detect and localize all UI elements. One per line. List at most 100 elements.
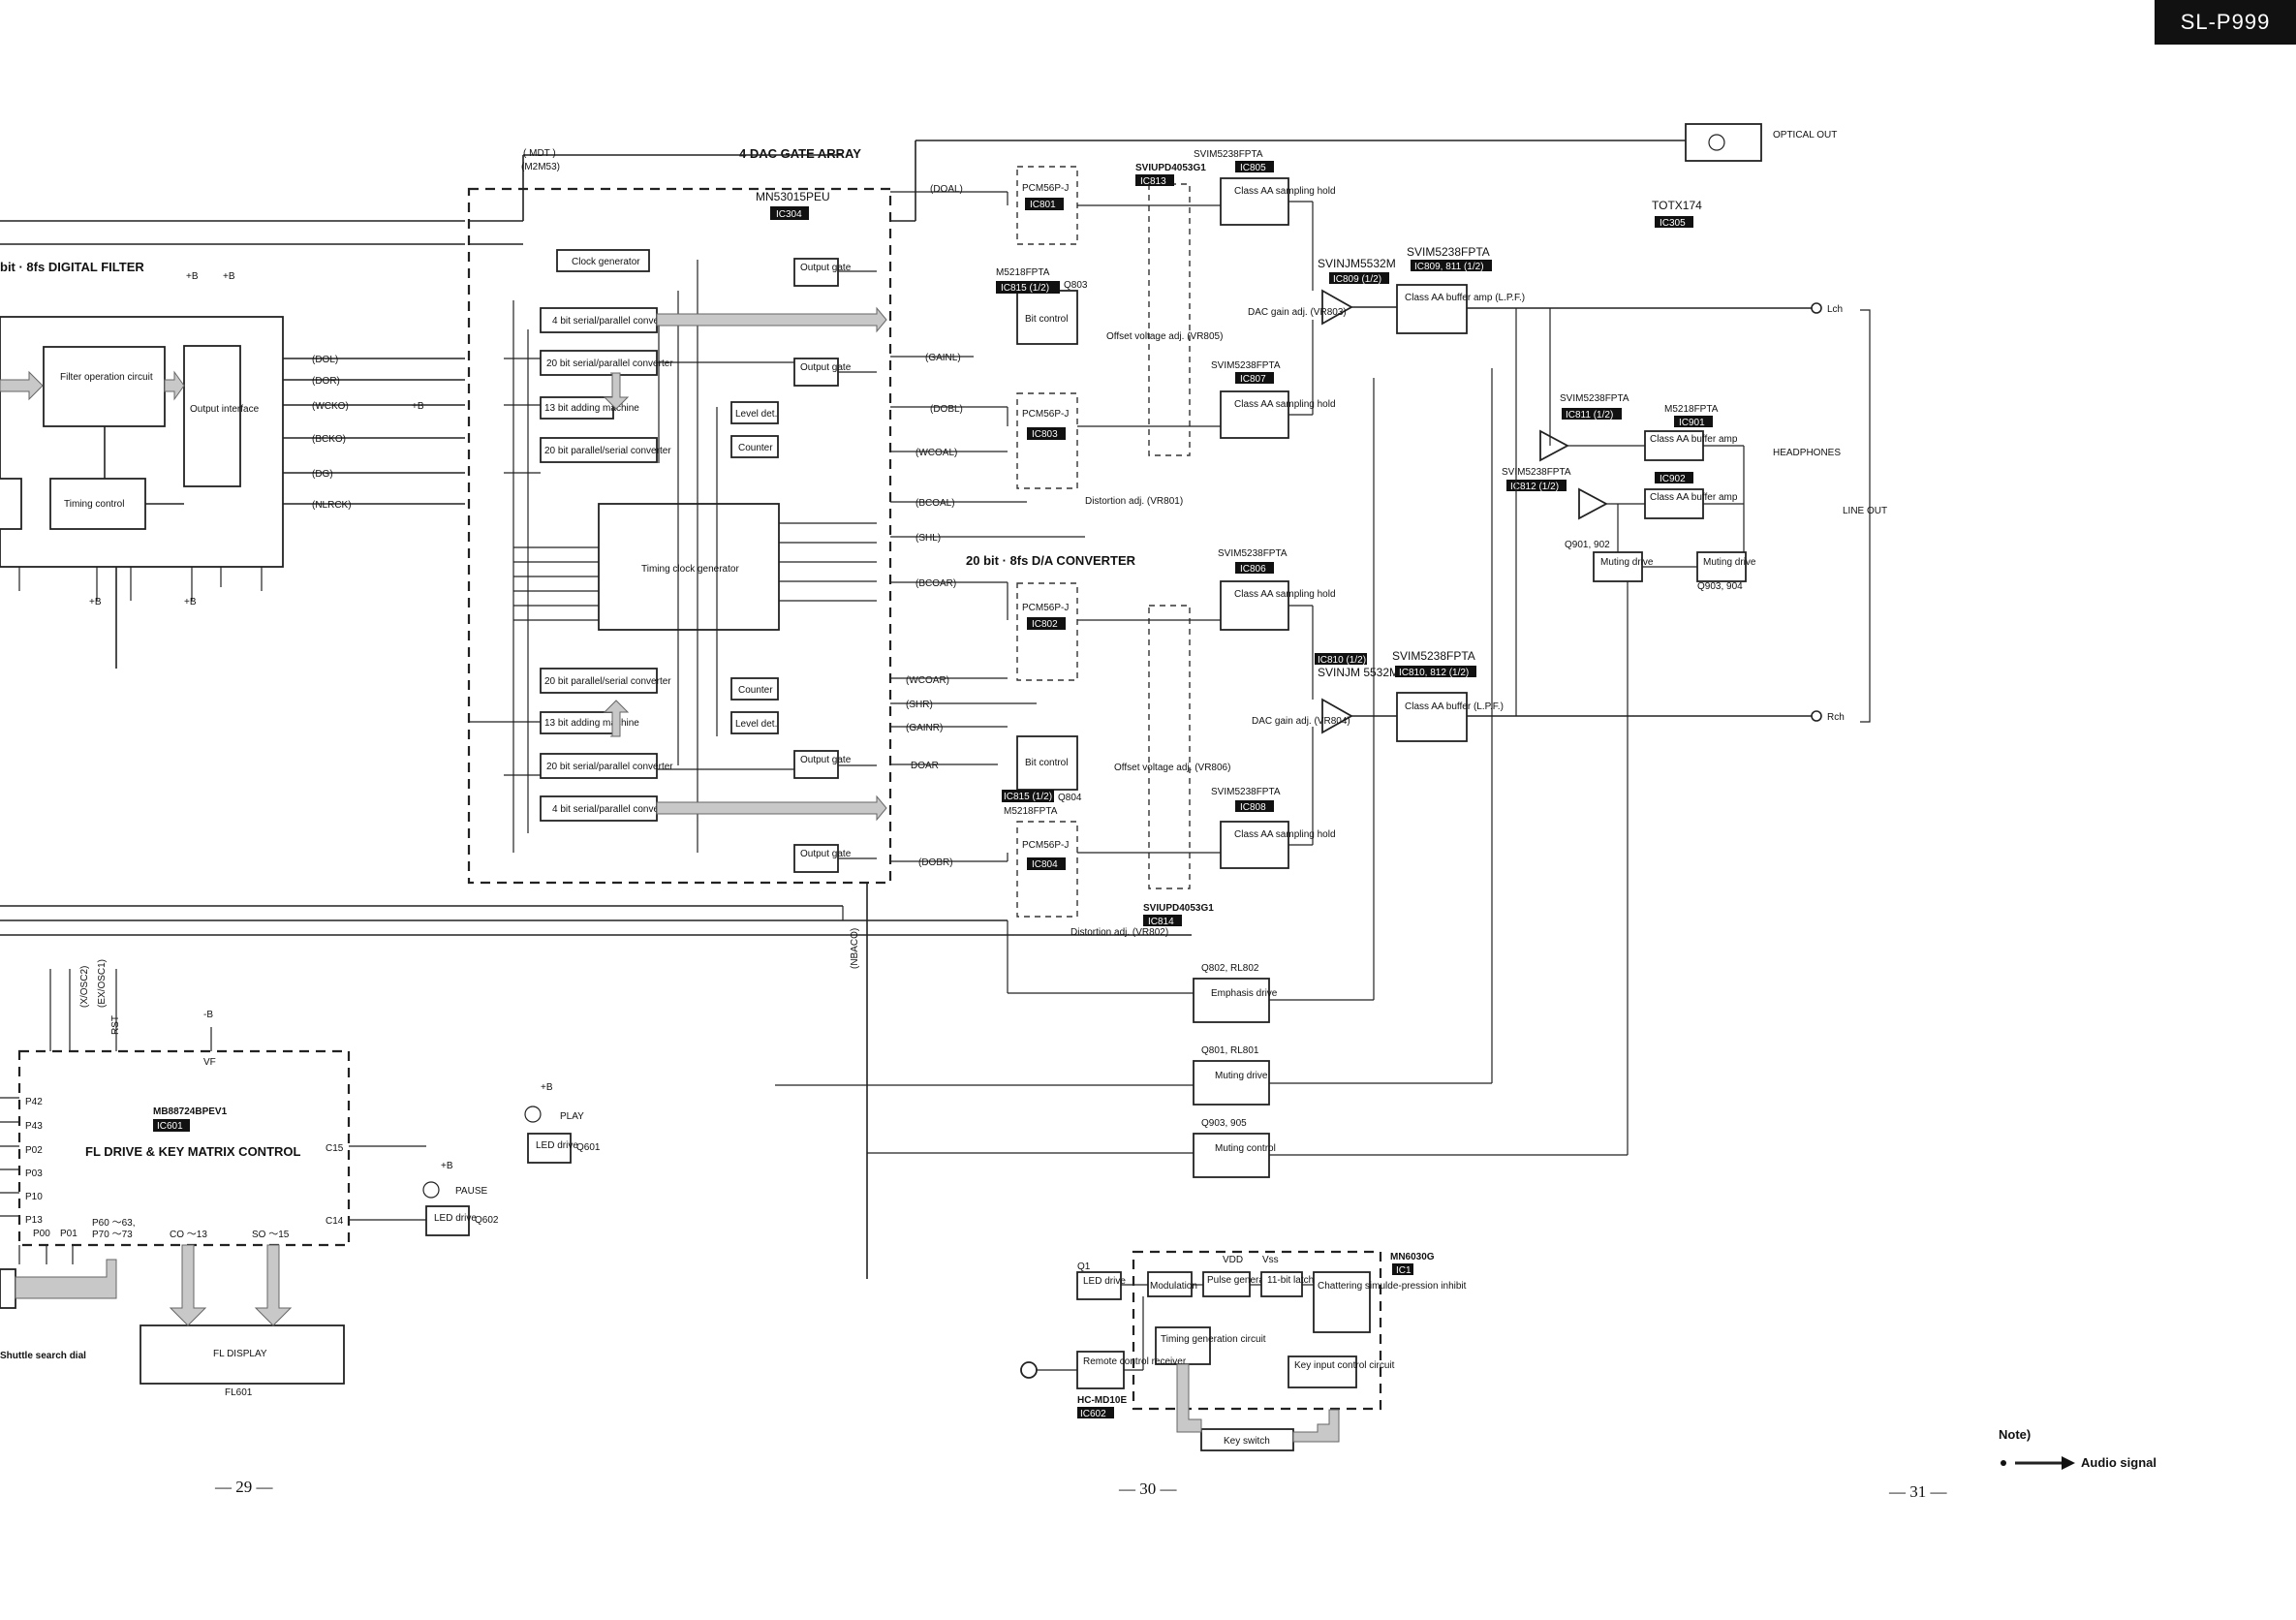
ic806-group: SVIM5238FPTA IC806 Class AA sampling hol…: [1218, 548, 1336, 631]
sig-xosc: (X/OSC2): [79, 966, 90, 1008]
sample-hold-2: [1220, 390, 1289, 439]
da-converter-title: 20 bit · 8fs D/A CONVERTER: [966, 553, 1136, 568]
port-p01: P01: [60, 1229, 78, 1239]
port-p42: P42: [25, 1097, 43, 1107]
port-p13: P13: [25, 1215, 43, 1226]
gate-array-ref-badge: IC304: [770, 206, 809, 220]
muting-drive-main: [1193, 1060, 1270, 1106]
add13-top-block: [540, 396, 614, 420]
sp4-bot-label: 4 bit serial/parallel converter: [552, 804, 674, 815]
minusb-vf: -B: [203, 1010, 213, 1020]
out-gate-2-label: Output gate: [800, 362, 852, 373]
ic810-812-group: SVIM5238FPTA IC810, 812 (1/2) Class AA b…: [1392, 649, 1504, 742]
ic807-group: SVIM5238FPTA IC807 Class AA sampling hol…: [1211, 360, 1336, 439]
remote-part: MN6030G: [1390, 1252, 1435, 1262]
sp20-bot-block: [540, 753, 658, 779]
port-p02: P02: [25, 1145, 43, 1156]
page-30: — 30 —: [1118, 1480, 1178, 1498]
svg-text:SVIM5238FPTA: SVIM5238FPTA: [1211, 787, 1281, 797]
svg-text:Muting control: Muting control: [1215, 1143, 1276, 1154]
sig-exosc: (EX/OSC1): [97, 959, 108, 1008]
svg-text:Chattering simulde-pression in: Chattering simulde-pression inhibit: [1318, 1281, 1467, 1292]
port-p10: P10: [25, 1192, 43, 1202]
output-interface-label: Output interface: [190, 404, 260, 415]
sig-dol: (DOL): [312, 355, 338, 365]
hcmd-badge: IC602: [1077, 1407, 1114, 1419]
svg-text:SVIM5238FPTA: SVIM5238FPTA: [1211, 360, 1281, 371]
svg-text:IC810 (1/2): IC810 (1/2): [1318, 655, 1366, 666]
clock-gen-block: [556, 249, 650, 272]
play-led-icon: [524, 1106, 542, 1123]
svg-text:IC811 (1/2): IC811 (1/2): [1566, 410, 1613, 421]
vdd-label: VDD: [1223, 1255, 1243, 1265]
led-drive-pause: [425, 1205, 470, 1236]
out-gate-3-label: Output gate: [800, 755, 852, 765]
clock-gen-label: Clock generator: [572, 257, 640, 267]
port-p03: P03: [25, 1168, 43, 1179]
svg-text:Class AA buffer amp: Class AA buffer amp: [1650, 434, 1738, 445]
svg-text:IC810, 812 (1/2): IC810, 812 (1/2): [1399, 668, 1469, 678]
ic808-group: SVIM5238FPTA IC808 Class AA sampling hol…: [1211, 787, 1336, 869]
plusb-1: +B: [89, 597, 102, 608]
hp-amp-l: [1644, 430, 1704, 461]
add13-top-label: 13 bit adding machine: [544, 403, 639, 414]
sig-shl: (SHL): [915, 533, 941, 544]
counter-top: [730, 435, 779, 458]
svg-text:Modulation: Modulation: [1150, 1281, 1197, 1292]
svg-text:LED drive: LED drive: [1083, 1276, 1126, 1287]
svg-text:Remote control receiver: Remote control receiver: [1083, 1356, 1187, 1367]
model-badge: SL-P999: [2155, 0, 2296, 45]
svg-text:SVINJM5532M: SVINJM5532M: [1318, 257, 1396, 270]
ps20-top-block: [540, 437, 658, 463]
sp4-top-block: [540, 307, 658, 333]
sig-bcoal: (BCOAL): [915, 498, 955, 509]
svg-text:IC803: IC803: [1032, 429, 1058, 440]
bus-p60: P60 ～63,: [92, 1218, 135, 1229]
svg-text:Key input control circuit: Key input control circuit: [1294, 1360, 1395, 1371]
output-gate-3: [793, 750, 839, 779]
level-det-bot: [730, 711, 779, 734]
led-drive-remote: [1076, 1271, 1122, 1300]
ic803-outline: [1016, 392, 1078, 489]
sig-dobr: (DOBR): [918, 857, 953, 868]
svg-text:IC804: IC804: [1032, 859, 1058, 870]
ic804-part: PCM56P-J: [1022, 840, 1069, 851]
svg-text:Class AA sampling hold: Class AA sampling hold: [1234, 589, 1336, 600]
svg-text:IC801: IC801: [1030, 200, 1056, 210]
svg-text:IC812 (1/2): IC812 (1/2): [1510, 482, 1559, 492]
sp4-top-label: 4 bit serial/parallel converter: [552, 316, 674, 327]
timing-gen-label: Timing clock generator: [641, 564, 739, 575]
pause-label: PAUSE: [455, 1186, 487, 1197]
bus-c15: C15: [326, 1143, 344, 1154]
ic814-badge: IC814: [1143, 915, 1182, 927]
bit-control-l: [1016, 290, 1078, 345]
svg-text:IC808: IC808: [1240, 802, 1266, 813]
svg-text:IC901: IC901: [1679, 418, 1705, 428]
bus-c14: C14: [326, 1216, 344, 1227]
plusb-play: +B: [541, 1082, 553, 1093]
ic804-badge: IC804: [1027, 857, 1066, 870]
sample-hold-3: [1220, 580, 1289, 631]
distort-r: Distortion adj. (VR802): [1070, 927, 1168, 938]
output-gate-2: [793, 358, 839, 387]
add13-bot-label: 13 bit adding machine: [544, 718, 639, 729]
pulse-gen-block: [1202, 1271, 1251, 1297]
output-gate-4: [793, 844, 839, 873]
gate-array-outline: [467, 187, 892, 885]
counter-bot-label: Counter: [738, 685, 773, 696]
ic809-group: SVINJM5532M IC809 (1/2): [1318, 257, 1396, 326]
remote-ic: [1132, 1250, 1382, 1411]
note-audio-signal: Audio signal: [2081, 1455, 2156, 1470]
level-bot-label: Level det.: [735, 719, 777, 730]
emphasis-drive: [1193, 978, 1270, 1023]
latch-block: [1260, 1271, 1303, 1297]
sig-wcoal: (WCOAL): [915, 448, 957, 458]
optical-part: TOTX174: [1652, 199, 1702, 212]
rch-jack: [1811, 710, 1822, 722]
ic802-outline: [1016, 582, 1078, 681]
svg-text:SVIM5238FPTA: SVIM5238FPTA: [1502, 467, 1571, 478]
svg-text:IC902: IC902: [1660, 474, 1686, 484]
svg-text:M5218FPTA: M5218FPTA: [1664, 404, 1719, 415]
filter-op-block: [43, 346, 166, 427]
q1-label: Q1: [1077, 1262, 1091, 1272]
